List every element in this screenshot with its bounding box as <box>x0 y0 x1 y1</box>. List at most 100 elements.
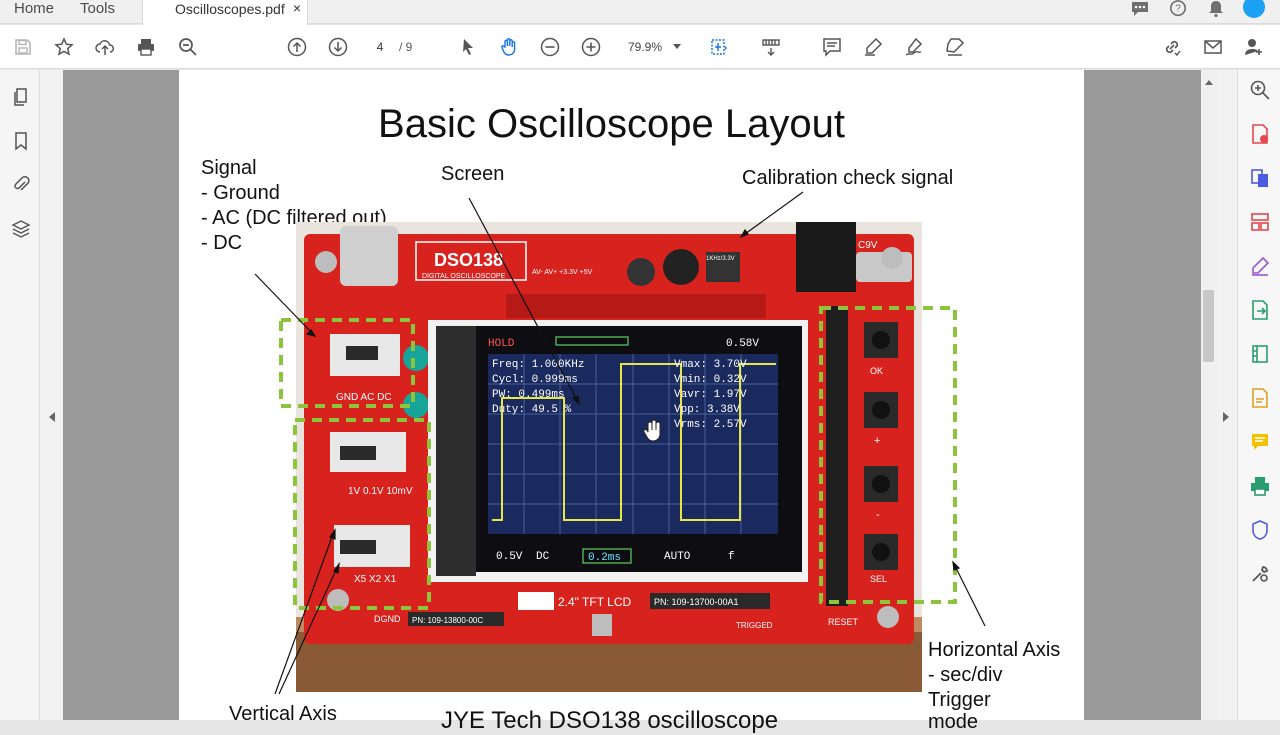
slide-title: Basic Oscilloscope Layout <box>378 102 845 146</box>
vertical-scrollbar[interactable] <box>1201 70 1217 720</box>
page-total: / 9 <box>399 40 413 54</box>
tab-document[interactable]: Oscilloscopes.pdf × <box>142 0 308 25</box>
horizontal-item-trigger: Trigger <box>928 689 991 711</box>
horizontal-item-secdiv: - sec/div <box>928 664 1003 686</box>
button-minus-label: - <box>876 509 880 521</box>
slide-bottom-caption: JYE Tech DSO138 oscilloscope <box>441 707 779 734</box>
more-tools-icon[interactable] <box>1248 562 1272 586</box>
star-icon[interactable] <box>52 35 76 59</box>
vertical-axis-label: Vertical Axis <box>229 703 337 725</box>
bookmark-icon[interactable] <box>10 130 32 152</box>
highlight-pen-icon[interactable] <box>861 35 885 59</box>
board-brand-sub: DIGITAL OSCILLOSCOPE <box>422 273 506 280</box>
lcd-trig-mode: AUTO <box>664 551 691 563</box>
tab-home[interactable]: Home <box>14 0 55 17</box>
board-c9v: C9V <box>858 240 878 251</box>
pdf-page: Basic Oscilloscope Layout Signal - Groun… <box>179 70 1084 733</box>
edit-pdf-icon[interactable] <box>1248 254 1272 278</box>
board-cal-label: 1KHz/3.3V <box>706 256 735 262</box>
share-link-icon[interactable] <box>1160 35 1184 59</box>
help-icon[interactable]: ? <box>1167 0 1189 18</box>
zoom-out-icon[interactable] <box>538 35 562 59</box>
zoom-in-icon[interactable] <box>579 35 603 59</box>
board-pn-left: PN: 109-13800-00C <box>412 616 483 625</box>
left-navigation-rail <box>0 70 40 720</box>
create-pdf-icon[interactable] <box>1248 166 1272 190</box>
calibration-label: Calibration check signal <box>742 167 954 189</box>
board-dgnd: DGND <box>374 614 401 624</box>
print-icon[interactable] <box>134 35 158 59</box>
pages-icon[interactable] <box>10 86 32 108</box>
board-pn-main: PN: 109-13700-00A1 <box>654 597 739 607</box>
expand-right-panel-icon[interactable] <box>1223 412 1229 422</box>
button-sel-label: SEL <box>870 574 887 584</box>
next-page-icon[interactable] <box>326 35 350 59</box>
oscilloscope-photo: DSO138 DIGITAL OSCILLOSCOPE AV- AV+ +3.3… <box>296 222 922 692</box>
account-avatar[interactable] <box>1243 0 1265 18</box>
horizontal-dashed-box <box>819 306 957 604</box>
chat-icon[interactable] <box>1129 0 1151 18</box>
right-panel-gutter <box>1217 70 1237 720</box>
chevron-down-icon[interactable] <box>673 44 681 49</box>
comment-tool-icon[interactable] <box>1248 430 1272 454</box>
zoom-search-icon[interactable] <box>1248 78 1272 102</box>
sign-icon[interactable] <box>902 35 926 59</box>
scroll-mode-icon[interactable] <box>759 35 783 59</box>
save-icon[interactable] <box>11 35 35 59</box>
screen-label: Screen <box>441 163 505 185</box>
svg-text:?: ? <box>1175 4 1181 15</box>
vertical-dashed-box <box>293 418 431 610</box>
select-cursor-icon[interactable] <box>456 35 480 59</box>
trigger-mode-label: mode <box>928 711 979 733</box>
protect-icon[interactable] <box>1248 518 1272 542</box>
left-panel-gutter <box>40 70 63 720</box>
tab-bar: Home Tools Oscilloscopes.pdf × ? <box>0 0 1280 25</box>
lcd-vdiv: 0.5V <box>496 551 523 563</box>
convert-pdf-icon[interactable] <box>1248 298 1272 322</box>
fit-page-icon[interactable] <box>707 35 731 59</box>
scroll-up-arrow-icon[interactable] <box>1205 80 1213 85</box>
board-av-labels: AV- AV+ +3.3V +5V <box>532 269 593 276</box>
attachment-icon[interactable] <box>10 173 32 195</box>
switch-sensitivity-label: 1V 0.1V 10mV <box>348 486 413 497</box>
close-tab-icon[interactable]: × <box>292 0 301 16</box>
zoom-level-select[interactable]: 79.9% <box>628 40 663 54</box>
layers-icon[interactable] <box>10 218 32 240</box>
lcd-vmin: Vmin: 0.32V <box>674 374 747 386</box>
board-reset: RESET <box>828 617 859 627</box>
board-lcd-label: 2.4" TFT LCD <box>558 595 632 609</box>
expand-left-panel-icon[interactable] <box>49 412 55 422</box>
search-zoom-icon[interactable] <box>176 35 200 59</box>
add-user-icon[interactable] <box>1242 35 1266 59</box>
annotation-overlay <box>254 191 986 695</box>
horizontal-axis-label: Horizontal Axis <box>928 639 1061 661</box>
waveform-trace <box>492 363 776 521</box>
fill-sign-icon[interactable] <box>943 35 967 59</box>
fill-sign-tool-icon[interactable] <box>1248 386 1272 410</box>
tab-tools[interactable]: Tools <box>80 0 116 17</box>
lcd-timebase: 0.2ms <box>588 552 621 564</box>
lcd-pw: PW: 0.499ms <box>492 389 565 401</box>
document-tab-title: Oscilloscopes.pdf <box>175 1 285 17</box>
cloud-upload-icon[interactable] <box>93 35 117 59</box>
lcd-vavr: Vavr: 1.97V <box>674 389 747 401</box>
email-icon[interactable] <box>1201 35 1225 59</box>
signal-label: Signal <box>201 157 257 179</box>
signal-dashed-box <box>279 318 415 408</box>
organize-pages-icon[interactable] <box>1248 210 1272 234</box>
page-number-input[interactable]: 4 <box>366 36 394 58</box>
comment-icon[interactable] <box>820 35 844 59</box>
lcd-cycl: Cycl: 0.999ms <box>492 374 578 386</box>
hand-cursor-icon <box>643 419 661 442</box>
compress-icon[interactable] <box>1248 342 1272 366</box>
export-pdf-icon[interactable] <box>1248 122 1272 146</box>
print-production-icon[interactable] <box>1248 474 1272 498</box>
lcd-vrms: Vrms: 2.57V <box>674 419 747 431</box>
scroll-thumb[interactable] <box>1203 290 1214 362</box>
switch-coupling-label: GND AC DC <box>336 392 392 403</box>
bell-icon[interactable] <box>1205 0 1227 18</box>
hand-pan-icon[interactable] <box>497 35 521 59</box>
right-tools-rail <box>1237 70 1280 720</box>
prev-page-icon[interactable] <box>285 35 309 59</box>
